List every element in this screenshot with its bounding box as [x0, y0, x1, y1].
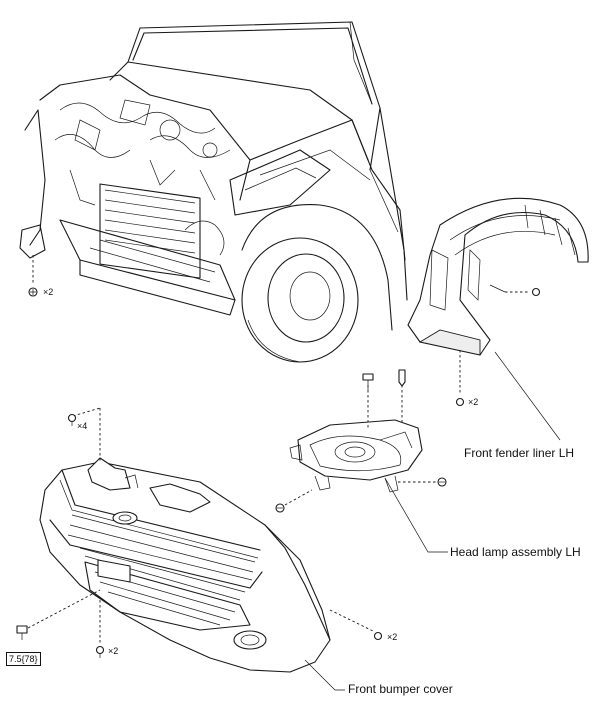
fender-liner-label: Front fender liner LH	[464, 446, 575, 460]
clip-icon	[531, 287, 541, 297]
top-clip-quantity: ×4	[77, 421, 88, 431]
head-lamp-leader	[384, 477, 448, 553]
bolt-icon	[275, 503, 285, 513]
screw-icon	[398, 369, 406, 387]
front-fender-liner-drawing	[407, 197, 589, 356]
bumper-cover-label: Front bumper cover	[348, 682, 453, 696]
bumper-cover-leader	[304, 659, 345, 691]
bumper-side-clip-quantity: ×2	[387, 632, 398, 642]
fender-liner-leader	[494, 351, 561, 441]
torque-spec-box: 7.5{78}	[6, 652, 41, 666]
clip-icon	[67, 413, 77, 426]
engine-bolt-quantity: ×2	[43, 287, 54, 297]
head-lamp-label: Head lamp assembly LH	[450, 545, 581, 559]
front-bumper-cover-drawing	[39, 457, 331, 673]
head-lamp-drawing	[289, 419, 423, 493]
bolt-icon	[28, 287, 38, 297]
vehicle-front-body	[19, 21, 408, 363]
liner-clip-quantity: ×2	[468, 397, 479, 407]
clip-icon	[95, 645, 105, 658]
clip-icon	[455, 397, 465, 407]
bolt-icon	[16, 625, 28, 640]
bumper-bottom-clip-quantity: ×2	[108, 646, 119, 656]
bolt-icon	[437, 477, 447, 487]
clip-icon	[373, 631, 383, 641]
bolt-icon	[362, 373, 374, 390]
